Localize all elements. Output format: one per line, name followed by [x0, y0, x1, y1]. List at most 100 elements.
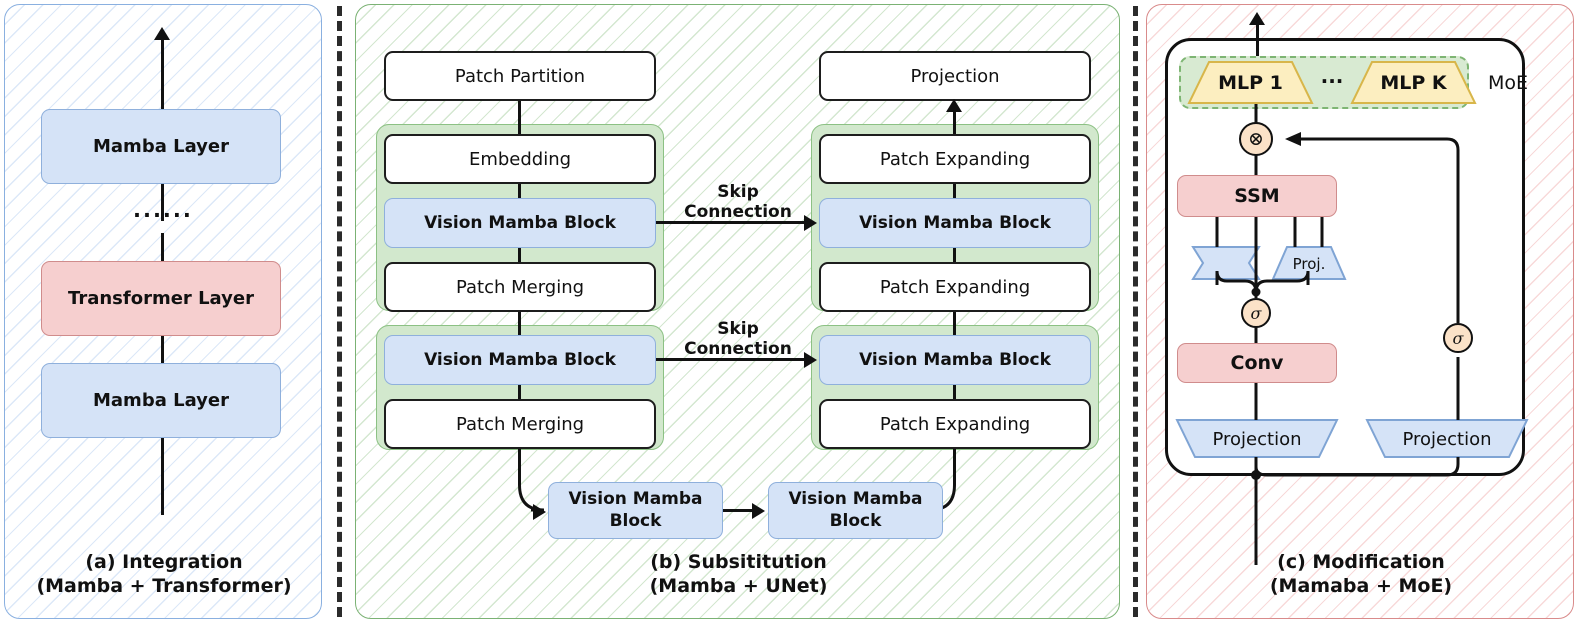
skip-connection-label-1: Skip Connection: [674, 182, 802, 222]
decoder-vmb1-label: Vision Mamba Block: [859, 213, 1051, 233]
mamba-layer-top[interactable]: Mamba Layer: [41, 109, 281, 184]
enc-line-4: [518, 312, 521, 338]
panel-c-shapes: [1175, 61, 1529, 565]
ssm-block[interactable]: SSM: [1177, 175, 1337, 217]
dec-line-4: [953, 312, 956, 338]
skip-1-line2: Connection: [684, 201, 792, 222]
embedding[interactable]: Embedding: [384, 134, 656, 184]
projection-left[interactable]: Projection: [1187, 424, 1327, 454]
bottleneck-line-mid: [723, 509, 754, 512]
decoder-vision-mamba-block-1[interactable]: Vision Mamba Block: [819, 198, 1091, 248]
multiply-gate-icon: ⊗: [1239, 122, 1273, 156]
bottleneck-vmb1-label: Vision Mamba Block: [568, 489, 703, 531]
sigma-right-icon: σ: [1443, 323, 1473, 353]
moe-label: MoE: [1487, 72, 1529, 94]
mamba-layer-bottom[interactable]: Mamba Layer: [41, 363, 281, 438]
mlp-1-trapezoid: [1187, 61, 1314, 104]
skip-1-line1: Skip: [717, 182, 759, 202]
embedding-label: Embedding: [468, 148, 572, 170]
patch-expanding-2[interactable]: Patch Expanding: [819, 262, 1091, 312]
transformer-layer[interactable]: Transformer Layer: [41, 261, 281, 336]
bottleneck-arrowhead-mid: [752, 503, 765, 519]
encoder-vmb1-label: Vision Mamba Block: [424, 213, 616, 233]
dec-line-3: [953, 248, 956, 262]
sigma-left-icon: σ: [1241, 298, 1271, 328]
patch-merging-1[interactable]: Patch Merging: [384, 262, 656, 312]
enc-line-1: [518, 101, 521, 134]
encoder-vision-mamba-block-1[interactable]: Vision Mamba Block: [384, 198, 656, 248]
skip-line-1: [656, 221, 806, 224]
mamba-layer-bottom-label: Mamba Layer: [93, 390, 229, 411]
bottleneck-vision-mamba-block-2[interactable]: Vision Mamba Block: [768, 482, 943, 539]
proj-small-trapezoid: [1271, 246, 1347, 280]
mlp-1-label: MLP 1: [1218, 72, 1283, 94]
bottleneck-arrowhead-in: [533, 504, 546, 520]
projection-left-trapezoid: [1175, 419, 1339, 458]
divider-b-c: [1133, 6, 1138, 617]
mlp-k[interactable]: MLP K: [1352, 65, 1475, 101]
panel-a-caption-line2: (Mamba + Transformer): [36, 575, 292, 598]
projection-out-label: Projection: [910, 65, 1000, 87]
skip-arrowhead-2: [804, 352, 817, 368]
expert-ellipsis: ···: [1320, 69, 1344, 93]
skip-connection-label-2: Skip Connection: [674, 319, 802, 359]
panel-a-top-line: [161, 38, 164, 168]
panel-a-caption: (a) Integration (Mamba + Transformer): [5, 550, 323, 599]
encoder-vmb2-label: Vision Mamba Block: [424, 350, 616, 370]
dec-line-1: [953, 110, 956, 134]
projection-right-trapezoid: [1365, 419, 1529, 458]
panel-b-caption: (b) Subsititution (Mamba + UNet): [356, 550, 1121, 599]
proj-small[interactable]: Proj.: [1273, 251, 1345, 277]
mlp-1[interactable]: MLP 1: [1189, 65, 1312, 101]
patch-partition[interactable]: Patch Partition: [384, 51, 656, 101]
skip-line-2: [656, 358, 806, 361]
patch-merging-2-label: Patch Merging: [455, 413, 585, 435]
bottleneck-connectors: [518, 449, 956, 512]
projection-left-label: Projection: [1212, 428, 1302, 450]
panel-a-line-lower: [161, 336, 164, 363]
panel-c-caption-line1: (c) Modification: [1277, 551, 1445, 573]
skip-arrowhead-1: [804, 215, 817, 231]
decoder-vision-mamba-block-2[interactable]: Vision Mamba Block: [819, 335, 1091, 385]
panel-c-caption: (c) Modification (Mamaba + MoE): [1147, 550, 1575, 599]
skip-2-line1: Skip: [717, 319, 759, 339]
patch-partition-label: Patch Partition: [454, 65, 586, 87]
panel-a-bottom-line: [161, 438, 164, 515]
delta-hourglass-shape: [1191, 246, 1261, 280]
panel-a-top-arrowhead: [154, 27, 170, 40]
panel-c-modification: MLP 1 MLP K ··· MoE ⊗ SSM Proj. σ σ Conv…: [1146, 4, 1574, 619]
conv-block[interactable]: Conv: [1177, 343, 1337, 383]
bottleneck-vision-mamba-block-1[interactable]: Vision Mamba Block: [548, 482, 723, 539]
panel-a-caption-line1: (a) Integration: [85, 551, 243, 573]
skip-2-line2: Connection: [684, 338, 792, 359]
dec-line-2: [953, 184, 956, 198]
panel-c-caption-line2: (Mamaba + MoE): [1269, 575, 1453, 598]
panel-b-subsititution: Patch Partition Embedding Vision Mamba B…: [355, 4, 1120, 619]
panel-b-caption-line2: (Mamba + UNet): [649, 575, 828, 598]
dec-arrowhead-top: [946, 99, 962, 112]
ssm-label: SSM: [1234, 185, 1280, 207]
enc-line-3: [518, 248, 521, 262]
divider-a-b: [337, 6, 342, 617]
proj-small-label: Proj.: [1292, 255, 1326, 273]
panel-b-caption-line1: (b) Subsititution: [650, 551, 827, 573]
projection-right[interactable]: Projection: [1377, 424, 1517, 454]
transformer-layer-label: Transformer Layer: [68, 288, 254, 309]
patch-merging-2[interactable]: Patch Merging: [384, 399, 656, 449]
panel-a-line-mid: [161, 233, 164, 261]
patch-expanding-3[interactable]: Patch Expanding: [819, 399, 1091, 449]
enc-line-5: [518, 385, 521, 399]
enc-line-2: [518, 184, 521, 198]
patch-expanding-1[interactable]: Patch Expanding: [819, 134, 1091, 184]
patch-expanding-3-label: Patch Expanding: [879, 413, 1031, 435]
panel-a-ellipsis: ......: [133, 198, 193, 222]
mamba-layer-top-label: Mamba Layer: [93, 136, 229, 157]
encoder-vision-mamba-block-2[interactable]: Vision Mamba Block: [384, 335, 656, 385]
mlp-k-label: MLP K: [1380, 72, 1447, 94]
mlp-k-trapezoid: [1350, 61, 1477, 104]
panel-a-integration: Mamba Layer ...... Transformer Layer Mam…: [4, 4, 322, 619]
panel-a-line-upper: [161, 184, 164, 221]
patch-merging-1-label: Patch Merging: [455, 276, 585, 298]
patch-expanding-2-label: Patch Expanding: [879, 276, 1031, 298]
